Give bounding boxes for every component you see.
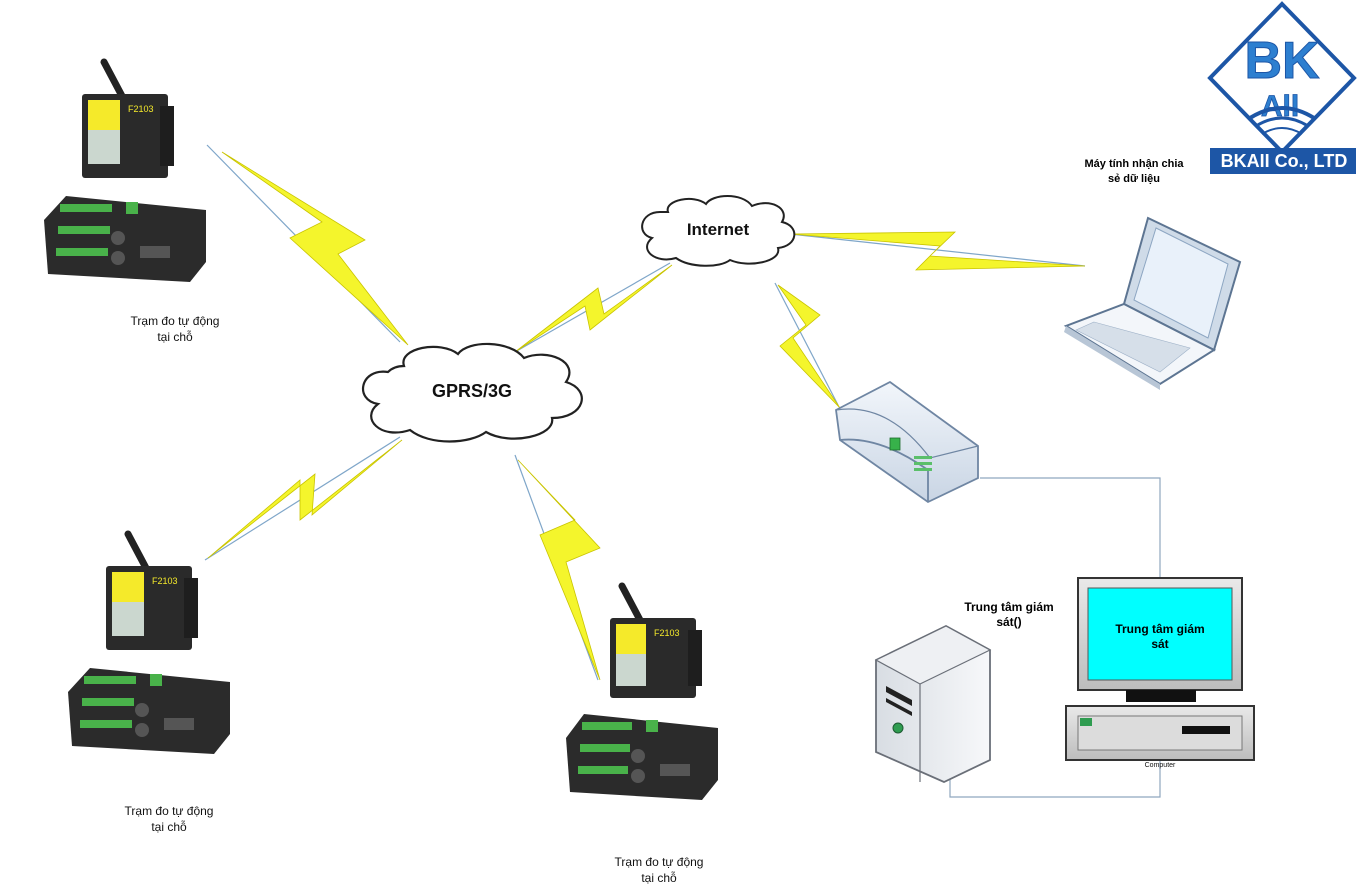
computer-case-icon [1065, 705, 1255, 761]
link-lines [204, 144, 1161, 798]
computer-caption: Computer [1144, 762, 1176, 769]
station-label-1: Trạm đo tự động tại chỗ [90, 313, 260, 345]
svg-text:F2103: F2103 [128, 104, 154, 114]
lightning-bolt-icon [777, 284, 841, 409]
server-tower-icon [874, 624, 992, 783]
station-label-2-line2: tại chỗ [151, 820, 187, 834]
svg-text:F2103: F2103 [152, 576, 178, 586]
screen-label-line2: sát [1151, 637, 1169, 651]
router-icon [835, 380, 979, 504]
station-label-2: Trạm đo tự động tại chỗ [84, 803, 254, 835]
bkaii-logo: BK All [1207, 1, 1357, 174]
lightning-bolt-icon [789, 231, 1086, 271]
screen-label-line1: Trung tâm giám [1115, 622, 1205, 636]
lightning-bolt-icon [517, 459, 601, 681]
station-label-3-line2: tại chỗ [641, 871, 677, 885]
gsm-modem-1: F2103 [82, 58, 174, 178]
lightning-bolt-icon [514, 264, 673, 353]
gsm-modem-2: F2103 [106, 530, 198, 650]
station-label-1-line2: tại chỗ [157, 330, 193, 344]
internet-label: Internet [686, 220, 750, 239]
svg-text:BK: BK [1244, 32, 1320, 90]
wireless-links [207, 151, 1086, 681]
data-logger-3 [566, 714, 718, 800]
laptop-label: Máy tính nhận chia sẻ dữ liệu [1070, 157, 1198, 187]
station-label-1-line1: Trạm đo tự động [130, 314, 220, 328]
center-label-line2: sát() [996, 615, 1022, 629]
lightning-bolt-icon [221, 151, 409, 346]
gprs-cloud [361, 342, 583, 443]
center-label-line1: Trung tâm giám [964, 600, 1054, 614]
laptop-icon [1063, 216, 1242, 390]
lightning-bolt-icon [207, 439, 403, 559]
gsm-modem-3: F2103 [610, 582, 702, 698]
center-label: Trung tâm giám sát() [944, 600, 1074, 630]
screen-label: Trung tâm giám sát [1088, 622, 1232, 652]
station-equipment-2: F2103 [68, 530, 230, 754]
svg-text:F2103: F2103 [654, 628, 680, 638]
laptop-label-line1: Máy tính nhận chia [1084, 158, 1184, 170]
station-equipment-1: F2103 [44, 58, 206, 282]
laptop-label-line2: sẻ dữ liệu [1108, 173, 1160, 185]
station-label-3-line1: Trạm đo tự động [614, 855, 704, 869]
company-name: BKAII Co., LTD [1220, 151, 1348, 171]
data-logger-2 [68, 668, 230, 754]
monitor-icon [1077, 577, 1243, 702]
gprs-label: GPRS/3G [431, 381, 513, 401]
internet-cloud [641, 195, 796, 267]
station-label-2-line1: Trạm đo tự động [124, 804, 214, 818]
data-logger-1 [44, 196, 206, 282]
station-equipment-3: F2103 [566, 582, 718, 800]
station-label-3: Trạm đo tự động tại chỗ [574, 854, 744, 886]
